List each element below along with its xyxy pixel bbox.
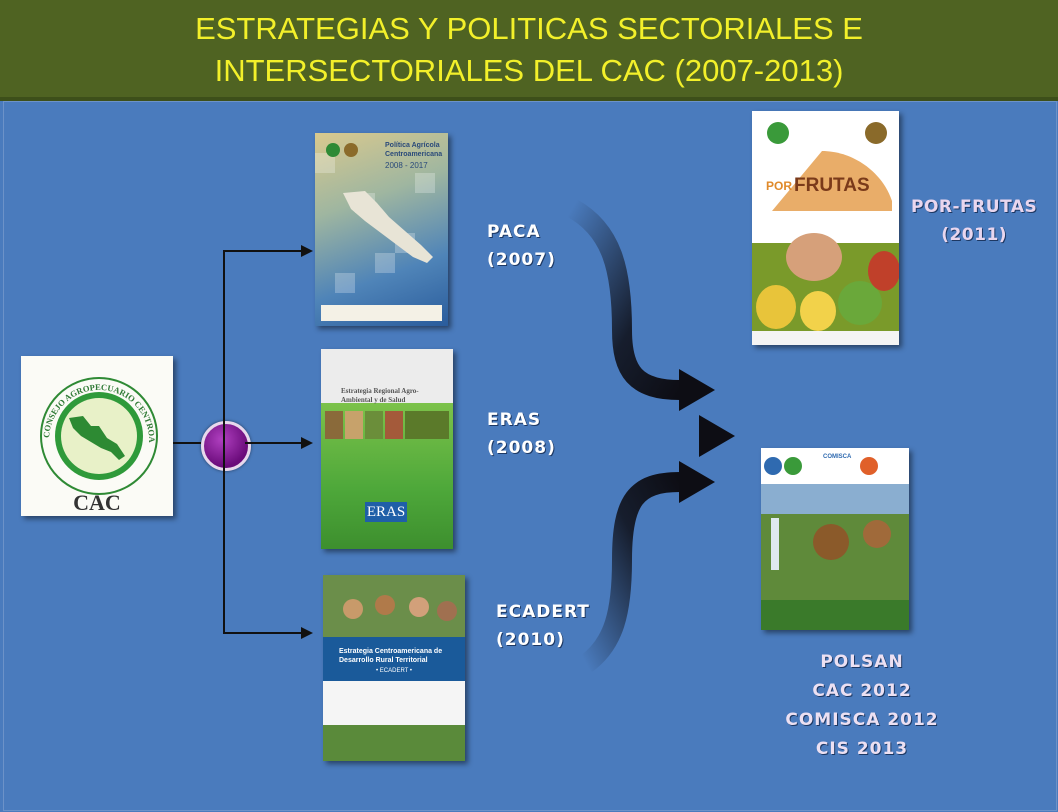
- connector-logo: [173, 442, 201, 444]
- cac-logo: CONSEJO AGROPECUARIO CENTROAMERICANO CAC: [21, 356, 173, 516]
- porfrutas-label: POR-FRUTAS (2011): [911, 193, 1037, 249]
- paca-label: PACA (2007): [487, 218, 556, 274]
- title-line-1: ESTRATEGIAS Y POLITICAS SECTORIALES E: [195, 11, 863, 46]
- eras-label: ERAS (2008): [487, 406, 556, 462]
- arrowhead-top: [301, 245, 313, 257]
- paca-year: (2007): [487, 250, 556, 270]
- hub-circle: [201, 421, 251, 471]
- content-frame: [3, 101, 1057, 811]
- polsan-line-1: POLSAN: [820, 652, 904, 672]
- eras-cover-title: Estrategia Regional Agro-Ambiental y de …: [341, 387, 419, 404]
- slide-title: ESTRATEGIAS Y POLITICAS SECTORIALES E IN…: [0, 8, 1058, 92]
- connector-middle: [245, 442, 303, 444]
- title-line-2: INTERSECTORIALES DEL CAC (2007-2013): [214, 53, 844, 88]
- polsan-line-4: CIS 2013: [815, 739, 909, 759]
- paca-cover-title: Política Agrícola Centroamericana: [385, 142, 443, 158]
- ecadert-cover: Estrategia Centroamericana de Desarrollo…: [323, 575, 465, 761]
- eras-cover: Estrategia Regional Agro-Ambiental y de …: [321, 349, 453, 549]
- logo-acronym: CAC: [73, 490, 121, 515]
- ecadert-year: (2010): [496, 630, 565, 650]
- arrowhead-middle-fat: [699, 415, 735, 457]
- eras-name: ERAS: [487, 410, 542, 430]
- porfrutas-cover-prefix: POR: [766, 179, 793, 193]
- connector-vertical: [223, 250, 225, 634]
- eras-year: (2008): [487, 438, 556, 458]
- polsan-label: POLSAN CAC 2012 COMISCA 2012 CIS 2013: [762, 648, 962, 764]
- polsan-cover-org: COMISCA: [823, 454, 852, 460]
- ecadert-cover-title: Estrategia Centroamericana de Desarrollo…: [339, 648, 443, 664]
- arrowhead-upper: [679, 369, 715, 411]
- paca-cover-years: 2008 - 2017: [385, 161, 428, 170]
- arrowhead-middle: [301, 437, 313, 449]
- ecadert-name: ECADERT: [496, 602, 590, 622]
- ecadert-cover-subtitle: • ECADERT •: [376, 668, 412, 674]
- paca-name: PACA: [487, 222, 541, 242]
- porfrutas-cover-title: FRUTAS: [794, 175, 870, 196]
- eras-cover-badge: ERAS: [365, 502, 407, 522]
- arrowhead-lower: [679, 461, 715, 503]
- polsan-cover: COMISCA: [761, 448, 909, 630]
- porfrutas-cover: POR FRUTAS: [752, 111, 899, 345]
- paca-cover: Política Agrícola Centroamericana 2008 -…: [315, 133, 448, 326]
- connector-bottom: [223, 632, 303, 634]
- porfrutas-line-1: POR-FRUTAS: [911, 197, 1038, 217]
- arrowhead-bottom: [301, 627, 313, 639]
- polsan-line-3: COMISCA 2012: [785, 710, 939, 730]
- polsan-line-2: CAC 2012: [812, 681, 912, 701]
- porfrutas-line-2: (2011): [941, 225, 1008, 245]
- connector-top: [223, 250, 303, 252]
- header-bar: ESTRATEGIAS Y POLITICAS SECTORIALES E IN…: [0, 0, 1058, 101]
- ecadert-label: ECADERT (2010): [496, 598, 590, 654]
